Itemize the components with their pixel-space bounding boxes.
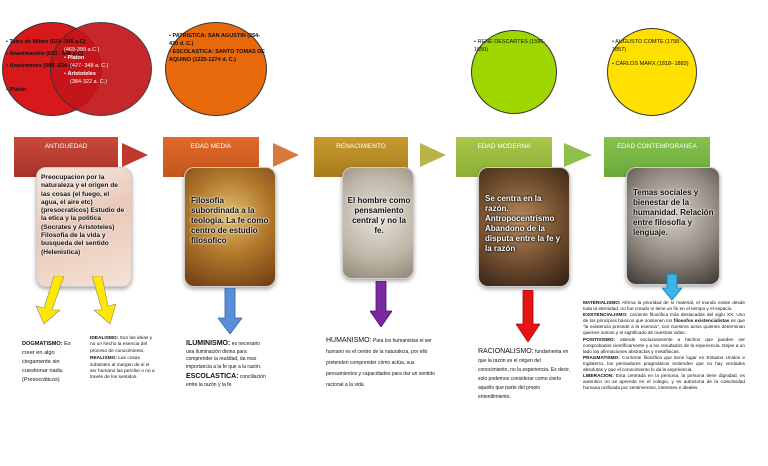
antiguedad-circle-right-text: (469-399 a.C.) • Platon (427- 348 a. C.)… [64, 47, 109, 85]
card-renacimiento-text: El hombre como pensamiento central y no … [347, 196, 411, 235]
arrow-antiguedad-to-media [122, 143, 148, 167]
edad-media-circle-text: • PATRISTICA: SAN AGUSTIN (354-430 d. C.… [169, 33, 265, 63]
desc-dogmatismo: DOGMATISMO: Es creer en algo ciegamente … [22, 341, 71, 383]
desc-idealismo-realismo: IDEALISMO: Son las ideas y no un hecho l… [90, 336, 155, 381]
down-arrow-idealismo [91, 276, 117, 325]
card-edad-contemporanea: Temas sociales y bienestar de la humanid… [626, 167, 720, 285]
card-edad-contemporanea-text: Temas sociales y bienestar de la humanid… [633, 188, 714, 237]
arrow-media-to-renacimiento [273, 143, 299, 167]
edad-media-circle [165, 22, 267, 116]
down-arrow-edad-media [218, 288, 242, 334]
card-edad-media: Filosofia subordinada a la teologia. La … [184, 167, 276, 287]
down-arrow-edad-contemporanea [662, 274, 682, 300]
card-edad-moderna-text: Se centra en la razón. Antropocentrismo … [485, 194, 561, 253]
arrow-renacimiento-to-moderna [420, 143, 446, 167]
card-antiguedad-text: Preocupacion por la naturaleza y el orig… [41, 174, 125, 256]
desc-contemporanea: MATERIALISMO: Afirma la prioridad de lo … [583, 300, 746, 391]
desc-humanismo: HUMANISMO: Para los humanistas el ser hu… [326, 337, 435, 388]
card-edad-media-text: Filosofia subordinada a la teologia. La … [191, 196, 269, 245]
down-arrow-renacimiento [370, 281, 392, 327]
card-edad-moderna: Se centra en la razón. Antropocentrismo … [478, 167, 570, 287]
desc-iluminismo-escolastica: ILUMINISMO: es necesario una iluminación… [186, 340, 266, 388]
down-arrow-dogmatismo [35, 276, 65, 325]
down-arrow-edad-moderna [516, 290, 540, 342]
antiguedad-circle-right [50, 22, 152, 116]
down-arrows-antiguedad [35, 276, 117, 325]
desc-racionalismo: RACIONALISMO: fundamenta en que la razón… [478, 348, 570, 400]
arrow-moderna-to-contemporanea [564, 143, 592, 167]
edad-moderna-circle-text: • RENE DESCARTES (1596-1650) [474, 39, 546, 53]
edad-contemporanea-circle-text: • AUGUSTO COMTE (1798- 1857) • CARLOS MA… [612, 39, 689, 67]
antiguedad-circle-left-text: • Tales de Mileto (624 -546 a.C) • Anaxi… [6, 39, 86, 93]
edad-moderna-circle [471, 30, 557, 114]
card-antiguedad: Preocupacion por la naturaleza y el orig… [36, 167, 132, 287]
edad-contemporanea-circle [607, 28, 697, 116]
card-renacimiento: El hombre como pensamiento central y no … [342, 167, 414, 279]
